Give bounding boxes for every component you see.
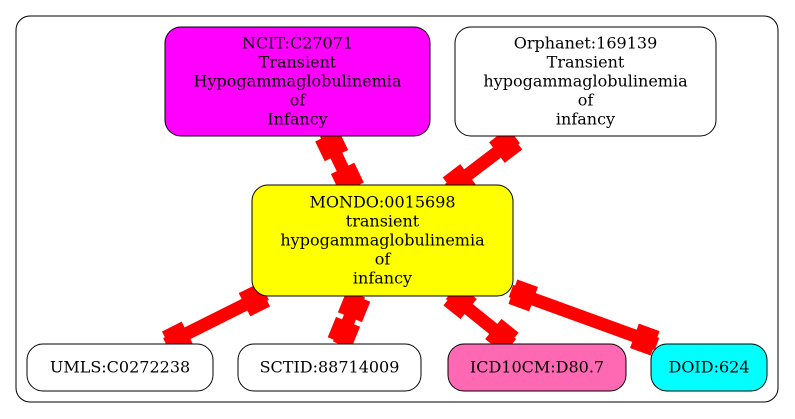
node-icd10cm[interactable]: ICD10CM:D80.7 (447, 343, 627, 392)
node-label-line: of (375, 250, 392, 269)
node-label-line: DOID:624 (668, 358, 749, 377)
node-label-line: MONDO:0015698 (309, 193, 455, 212)
node-label-line: transient (346, 212, 420, 231)
node-box (447, 343, 627, 392)
node-label-line: Transient (547, 53, 625, 72)
node-label-line: infancy (353, 269, 412, 288)
edge-end-marker (337, 291, 371, 323)
node-label-line: Hypogammaglobulinemia (194, 72, 402, 91)
node-box (237, 343, 422, 392)
node-label-line: of (290, 91, 307, 110)
node-label-line: Transient (259, 53, 337, 72)
edge-end-marker (327, 316, 361, 348)
node-label-line: of (578, 91, 595, 110)
node-label-line: UMLS:C0272238 (50, 358, 190, 377)
nodes-layer: NCIT:C27071TransientHypogammaglobulinemi… (26, 26, 768, 392)
edge-mondo-umls (161, 283, 271, 355)
node-box (26, 343, 214, 392)
node-box (164, 26, 431, 137)
edge-mondo-sctid (327, 291, 371, 348)
node-label-line: infancy (556, 110, 615, 129)
node-box (454, 26, 717, 137)
edge-line (508, 284, 660, 351)
node-label-line: SCTID:88714009 (260, 358, 400, 377)
node-label-line: Infancy (267, 110, 327, 129)
node-label-line: Orphanet:169139 (514, 34, 658, 53)
node-mondo[interactable]: MONDO:0015698transienthypogammaglobuline… (251, 184, 514, 297)
edge-mondo-doid (508, 279, 660, 356)
node-label-line: hypogammaglobulinemia (280, 231, 485, 250)
node-label-line: ICD10CM:D80.7 (470, 358, 604, 377)
edge-end-marker (315, 130, 349, 162)
node-label-line: NCIT:C27071 (242, 34, 353, 53)
node-sctid[interactable]: SCTID:88714009 (237, 343, 422, 392)
node-label-line: hypogammaglobulinemia (483, 72, 688, 91)
node-box (650, 343, 768, 392)
edge-end-marker (630, 323, 660, 356)
node-umls[interactable]: UMLS:C0272238 (26, 343, 214, 392)
node-doid[interactable]: DOID:624 (650, 343, 768, 392)
node-box (251, 184, 514, 297)
edge-end-marker (508, 279, 538, 312)
edge-end-marker (489, 128, 523, 163)
edge-ncit-mondo (315, 130, 364, 194)
node-ncit[interactable]: NCIT:C27071TransientHypogammaglobulinemi… (164, 26, 431, 137)
node-orphanet[interactable]: Orphanet:169139Transienthypogammaglobuli… (454, 26, 717, 137)
